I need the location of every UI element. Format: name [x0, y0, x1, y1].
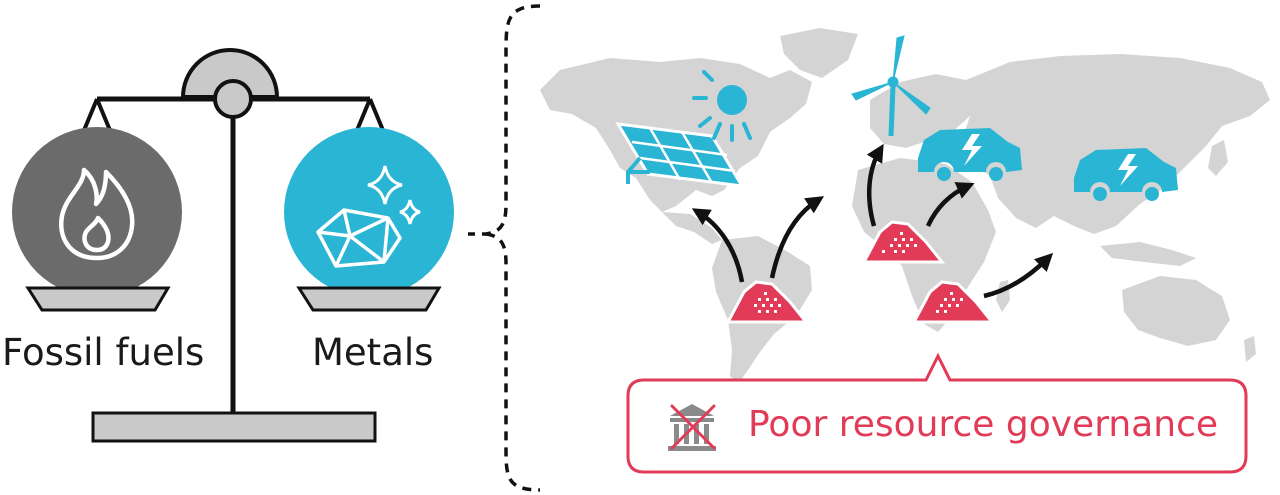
- map-japan: [1208, 140, 1228, 176]
- arrow-to-europe-car: [925, 182, 975, 227]
- metals-label: Metals: [312, 331, 434, 374]
- metals-circle: [284, 127, 454, 297]
- arrow-to-north-america: [691, 208, 745, 283]
- sun-icon: [692, 70, 752, 142]
- scale-base: [91, 411, 377, 443]
- callout-text: Poor resource governance: [748, 404, 1219, 445]
- sparkle-icon: [399, 199, 421, 225]
- arrow-to-europe-wind: [866, 143, 884, 227]
- map-madagascar: [996, 280, 1010, 312]
- sparkle-icon: [367, 165, 403, 205]
- left-pan: [25, 286, 171, 312]
- map-central-america: [662, 212, 722, 244]
- fossil-fuels-circle: [12, 127, 182, 297]
- deposit-south-america: [725, 280, 810, 324]
- curly-brace: [468, 4, 541, 492]
- map-greenland: [780, 28, 858, 78]
- fossil-fuels-label: Fossil fuels: [2, 331, 205, 374]
- map-indonesia: [1100, 242, 1196, 266]
- solar-panel-icon: [615, 122, 745, 188]
- scale-pivot: [213, 79, 253, 119]
- wind-turbine-icon: [851, 35, 931, 137]
- scale-top-dome: [180, 48, 280, 99]
- balance-scale: [12, 48, 454, 443]
- arrow-to-atlantic: [769, 196, 825, 279]
- cross-out-icon: [670, 404, 716, 450]
- flow-arrows: [691, 143, 1054, 299]
- gem-icon: [316, 208, 402, 268]
- right-pan: [296, 286, 442, 312]
- arrow-to-asia: [983, 252, 1054, 299]
- deposit-west-africa: [861, 220, 946, 264]
- flame-icon: [59, 167, 135, 261]
- deposit-southern-africa: [911, 280, 996, 324]
- world-map: [540, 28, 1270, 384]
- electric-car-icon: [918, 128, 1022, 181]
- map-new-zealand: [1244, 336, 1256, 362]
- callout-box: [626, 352, 1248, 474]
- electric-car-icon: [1074, 148, 1178, 201]
- map-australia: [1122, 276, 1230, 346]
- map-asia: [960, 54, 1270, 234]
